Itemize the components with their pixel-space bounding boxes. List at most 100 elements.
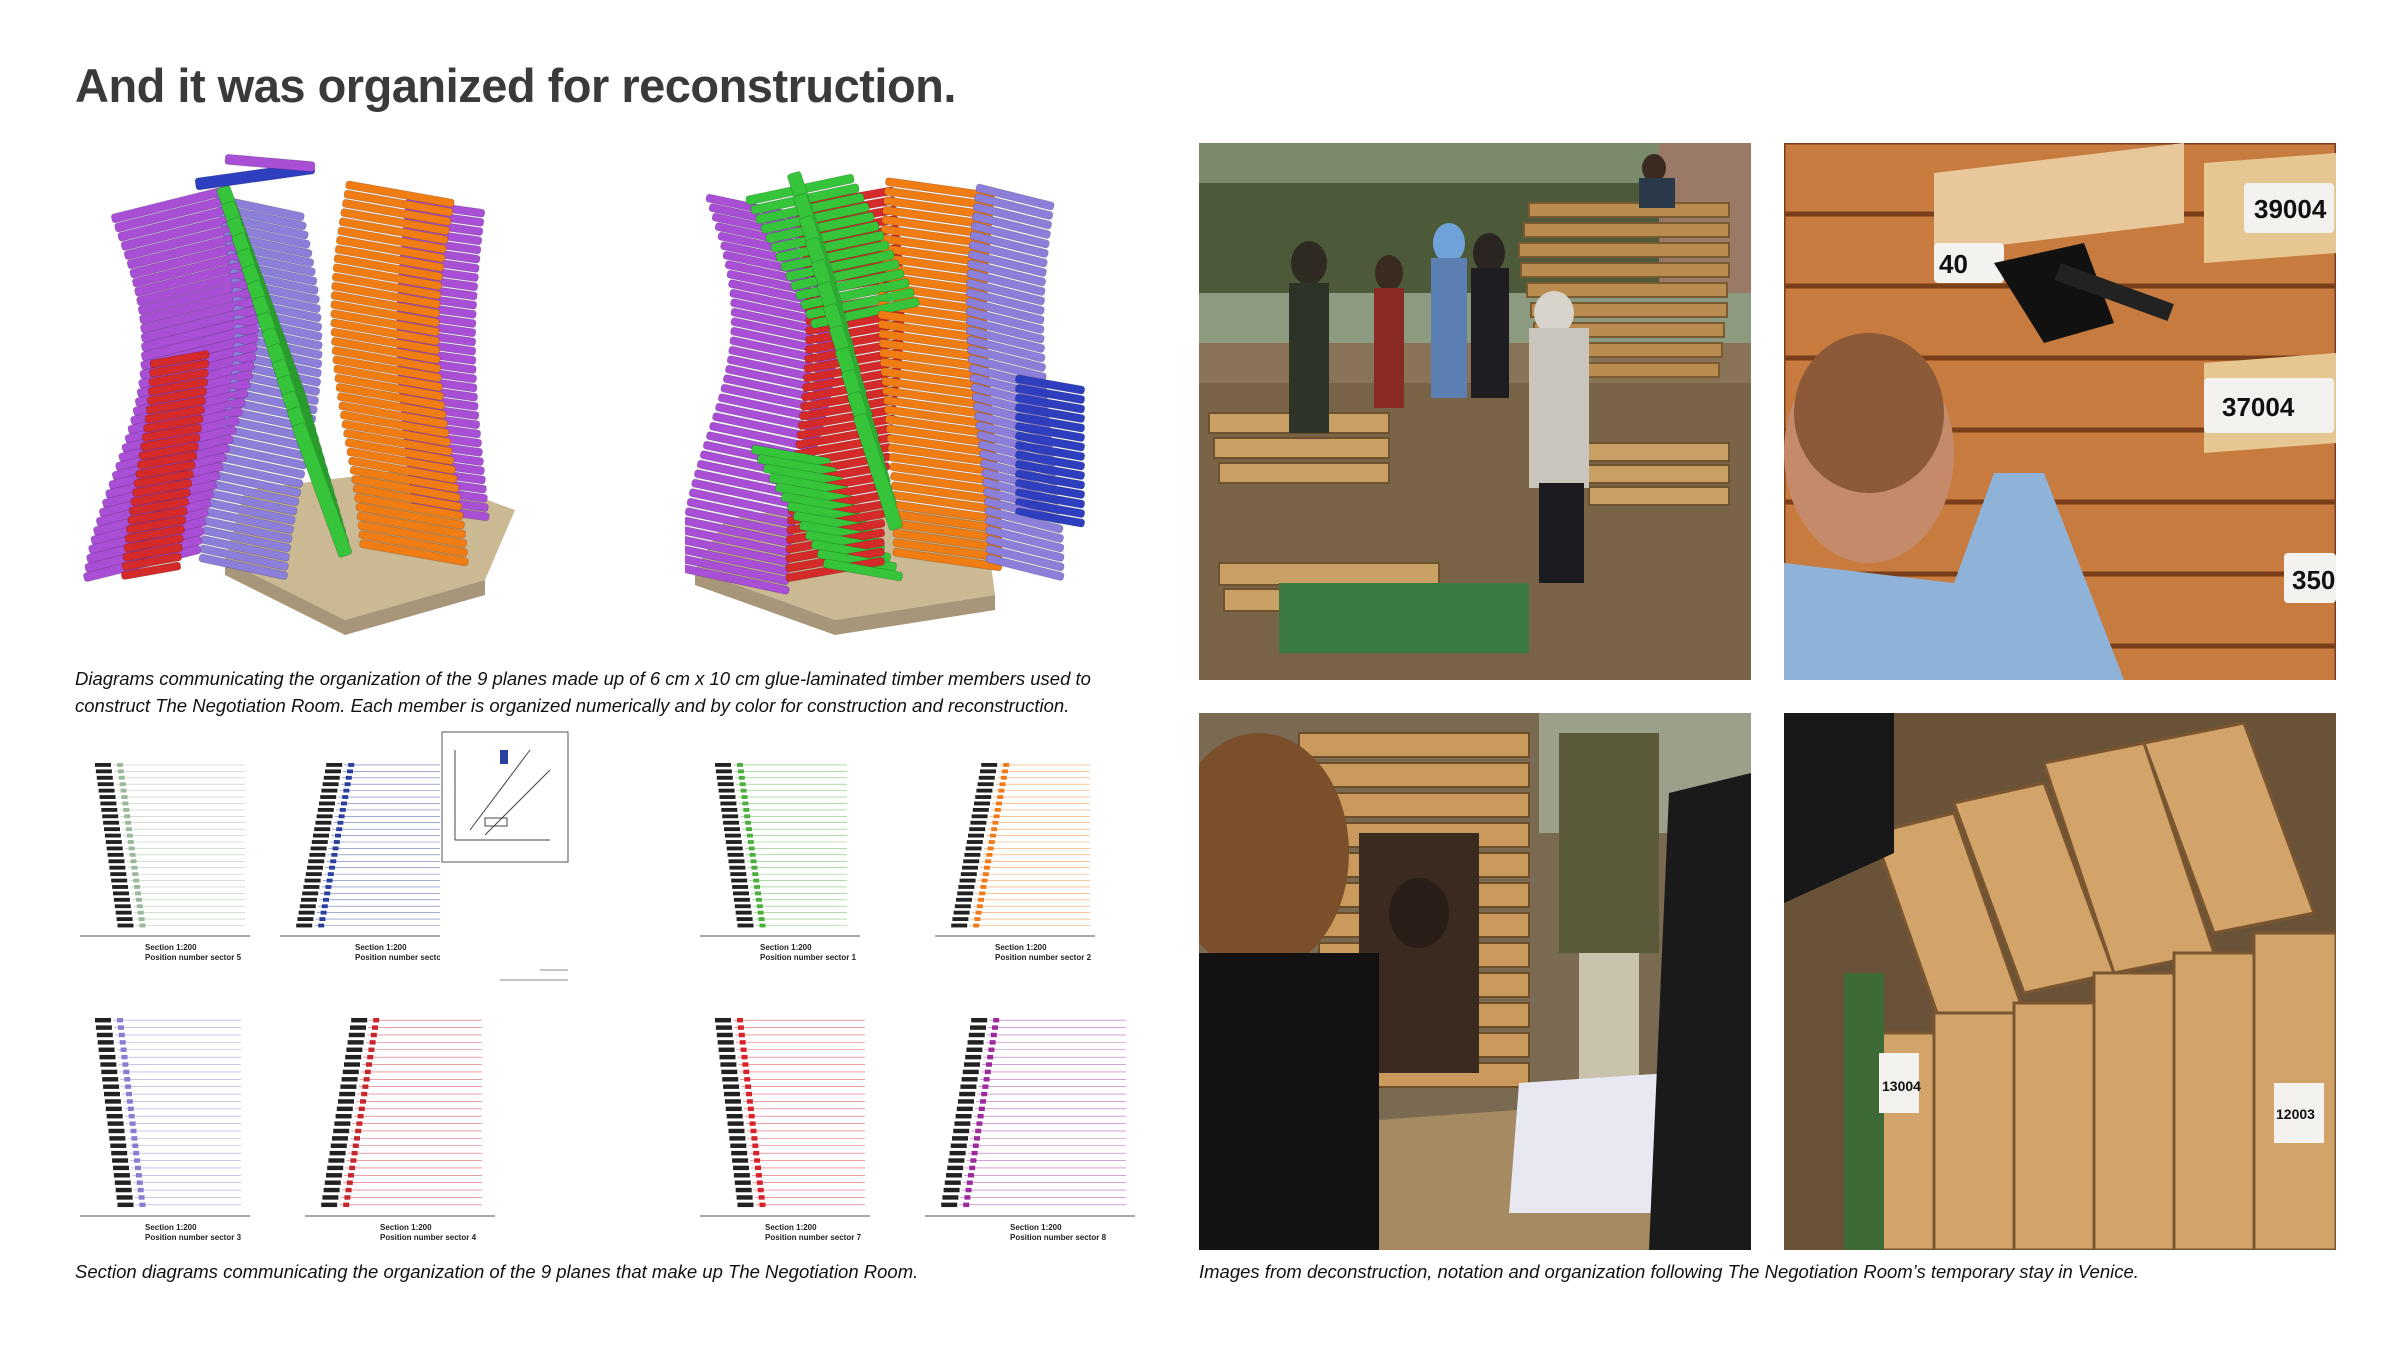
timber-member xyxy=(965,288,1045,315)
position-number xyxy=(725,1106,742,1112)
position-number xyxy=(107,1121,124,1126)
photo-stacked-members: 13004 12003 xyxy=(1784,713,2336,1250)
position-number xyxy=(954,1121,971,1126)
render-diagram-2 xyxy=(685,140,1145,640)
member-marker xyxy=(742,801,749,806)
position-number xyxy=(717,782,734,787)
member-marker xyxy=(986,1062,992,1067)
timber-member xyxy=(339,410,450,438)
member-marker xyxy=(755,1165,761,1171)
position-number xyxy=(736,917,753,922)
member-marker xyxy=(125,1084,132,1089)
position-number xyxy=(304,878,321,883)
member-marker xyxy=(356,1121,363,1126)
position-number xyxy=(95,1018,111,1023)
position-number xyxy=(105,1106,122,1112)
position-number xyxy=(970,820,987,825)
position-number xyxy=(964,852,981,857)
member-marker xyxy=(137,1187,144,1193)
position-number xyxy=(726,846,743,851)
timber-member xyxy=(883,196,994,220)
member-marker xyxy=(746,1091,752,1097)
position-number xyxy=(733,1173,750,1178)
member-marker xyxy=(341,801,347,806)
timber-member xyxy=(343,428,453,456)
position-number xyxy=(113,1165,129,1171)
position-number xyxy=(958,885,975,889)
member-marker xyxy=(346,1180,353,1185)
member-marker xyxy=(361,1091,368,1097)
member-marker xyxy=(366,1062,372,1067)
member-marker xyxy=(988,840,995,844)
timber-member xyxy=(884,186,995,211)
member-marker xyxy=(345,775,352,780)
member-marker xyxy=(752,1143,759,1148)
timber-member xyxy=(974,193,1054,220)
position-number xyxy=(106,846,123,851)
member-marker xyxy=(990,833,996,838)
member-marker xyxy=(343,1202,350,1208)
position-number xyxy=(981,763,998,767)
position-number xyxy=(97,1040,114,1045)
member-marker xyxy=(342,795,349,799)
position-number xyxy=(947,1165,964,1171)
member-marker xyxy=(737,1025,744,1030)
member-marker xyxy=(973,923,980,928)
position-number xyxy=(298,910,315,915)
timber-member xyxy=(785,249,895,282)
timber-member xyxy=(882,395,994,420)
member-marker xyxy=(976,904,983,909)
section-sector-label: Position number sector 7 xyxy=(765,1233,862,1242)
timber-member xyxy=(1014,469,1086,490)
member-marker xyxy=(117,1018,123,1023)
position-number xyxy=(311,840,328,844)
render-caption: Diagrams communicating the organization … xyxy=(75,668,1091,716)
position-number xyxy=(965,1054,982,1060)
member-marker xyxy=(755,891,761,896)
timber-member xyxy=(967,259,1047,287)
timber-member xyxy=(975,183,1055,211)
position-number xyxy=(733,891,749,896)
position-number xyxy=(115,1187,132,1193)
member-marker xyxy=(132,872,139,877)
position-number xyxy=(100,801,117,806)
member-marker xyxy=(974,1136,980,1141)
member-marker xyxy=(126,833,133,838)
member-marker xyxy=(117,769,124,774)
member-marker xyxy=(757,1187,764,1193)
position-number xyxy=(315,820,332,825)
position-number xyxy=(960,1084,977,1089)
member-marker xyxy=(338,814,345,819)
position-number xyxy=(114,1180,131,1185)
position-number xyxy=(309,852,326,857)
timber-member xyxy=(351,474,461,502)
timber-member xyxy=(1014,488,1086,509)
position-number xyxy=(720,1062,737,1067)
position-number xyxy=(956,897,972,902)
member-marker xyxy=(986,852,993,857)
timber-member xyxy=(330,327,441,355)
position-number xyxy=(963,859,980,864)
timber-member xyxy=(1014,403,1086,423)
member-marker xyxy=(997,795,1004,799)
member-marker xyxy=(326,878,333,883)
timber-member xyxy=(330,318,440,346)
position-number xyxy=(730,1143,747,1148)
member-marker xyxy=(130,859,137,864)
position-number xyxy=(103,820,120,825)
member-marker xyxy=(998,788,1005,793)
position-number xyxy=(99,795,116,799)
timber-member xyxy=(884,414,995,439)
member-marker xyxy=(118,775,125,780)
member-marker xyxy=(754,1158,761,1163)
timber-member xyxy=(130,488,191,507)
position-number xyxy=(950,1143,967,1148)
timber-member xyxy=(128,497,190,516)
member-marker xyxy=(351,1150,358,1156)
member-marker xyxy=(127,840,134,844)
position-number xyxy=(321,1202,338,1208)
position-number xyxy=(316,814,333,819)
position-number xyxy=(720,801,737,806)
position-number xyxy=(102,814,119,819)
